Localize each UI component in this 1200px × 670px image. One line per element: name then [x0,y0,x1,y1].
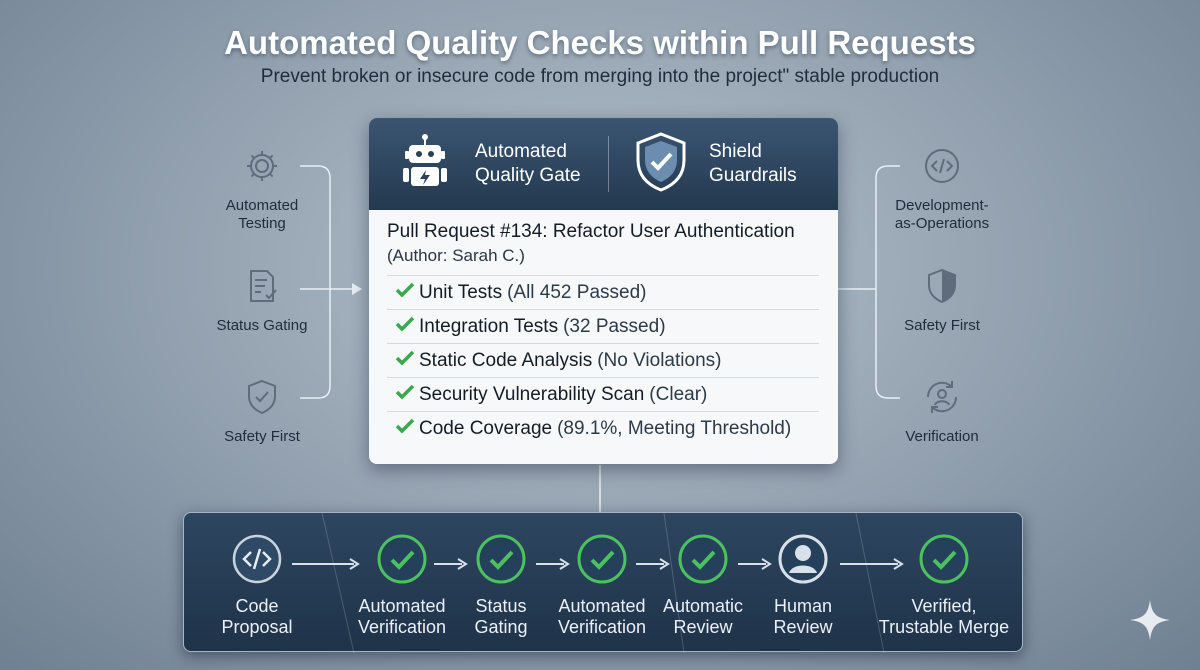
arrow-icon [840,558,904,570]
stage-label: Trustable Merge [878,617,1010,637]
quality-gate-block: Automated Quality Gate [395,118,581,210]
check-circle-icon [638,533,768,590]
check-detail: (Clear) [649,383,708,405]
quality-gate-label: Automated [475,141,567,162]
gear-icon [182,146,342,191]
check-icon [387,316,419,338]
arrow-icon [636,558,670,570]
arrow-icon [536,558,570,570]
pr-title: Pull Request #134: Refactor User Authent… [387,221,795,242]
stage-label: Code [235,596,279,616]
check-row-unit-tests: Unit Tests (All 452 Passed) [387,275,819,309]
check-detail: (89.1%, Meeting Threshold) [557,417,792,439]
check-name: Unit Tests [419,281,503,303]
right-item-safety-first: Safety First [862,266,1022,335]
stage-label: Automated [558,596,646,616]
refresh-user-icon [862,377,1022,422]
stage-label: Automatic [662,596,744,616]
check-row-static-analysis: Static Code Analysis (No Violations) [387,343,819,377]
stage-label: Status [475,596,527,616]
workflow-panel: Code Proposal Automated Verification Sta… [183,512,1023,653]
stage-human-review: Human Review [738,533,868,638]
check-name: Code Coverage [419,417,553,439]
stage-label: Verification [357,617,447,637]
left-item-label: Testing [238,215,286,232]
stage-verified-merge: Verified, Trustable Merge [869,533,1019,638]
checklist-icon [182,266,342,311]
stage-label: Review [773,617,833,637]
sparkle-icon [1130,600,1170,640]
check-circle-icon [537,533,667,590]
left-item-automated-testing: Automated Testing [182,146,342,233]
code-icon [192,533,322,590]
check-icon [387,282,419,304]
stage-label: Verification [557,617,647,637]
stage-automated-verification-2: Automated Verification [537,533,667,638]
left-item-label: Automated [225,197,299,214]
check-row-security-scan: Security Vulnerability Scan (Clear) [387,377,819,411]
stage-label: Gating [474,617,528,637]
right-item-verification: Verification [862,377,1022,446]
arrow-icon [292,558,360,570]
arrow-icon [738,558,772,570]
stage-status-gating: Status Gating [436,533,566,638]
check-name: Security Vulnerability Scan [419,383,645,405]
check-detail: (All 452 Passed) [507,281,647,303]
user-icon [738,533,868,590]
workflow-decor [321,513,885,653]
stage-automatic-review: Automatic Review [638,533,768,638]
right-item-label: Safety First [904,317,980,334]
header-divider [608,136,609,192]
stage-label: Automated [358,596,446,616]
shield-check-icon [182,377,342,422]
check-row-code-coverage: Code Coverage (89.1%, Meeting Threshold) [387,411,819,445]
shield-guardrails-label: Guardrails [709,165,797,186]
check-name: Integration Tests [419,315,559,337]
check-detail: (No Violations) [597,349,722,371]
check-detail: (32 Passed) [563,315,666,337]
left-item-label: Status Gating [216,317,308,334]
shield-guardrails-label: Shield [709,141,762,162]
check-icon [387,350,419,372]
robot-icon [395,132,455,197]
stage-label: Verified, [911,596,977,616]
check-icon [387,384,419,406]
check-circle-icon [337,533,467,590]
shield-guardrails-block: Shield Guardrails [633,118,797,210]
page-title: Automated Quality Checks within Pull Req… [224,24,976,61]
right-item-label: as-Operations [894,215,990,232]
check-circle-icon [869,533,1019,590]
right-item-label: Verification [905,428,979,445]
right-item-devops: Development- as-Operations [862,146,1022,233]
stage-code-proposal: Code Proposal [192,533,322,638]
pull-request-card: Automated Quality Gate Shield Guardrails… [369,118,838,464]
left-item-status-gating: Status Gating [182,266,342,335]
shield-icon [862,266,1022,311]
quality-gate-label: Quality Gate [475,165,581,186]
right-item-label: Development- [895,197,989,214]
left-item-label: Safety First [224,428,300,445]
check-icon [387,418,419,440]
check-name: Static Code Analysis [419,349,593,371]
stage-automated-verification-1: Automated Verification [337,533,467,638]
check-list: Unit Tests (All 452 Passed) Integration … [387,275,819,445]
arrow-icon [434,558,468,570]
stage-label: Review [673,617,733,637]
shield-check-icon [633,131,689,198]
check-row-integration-tests: Integration Tests (32 Passed) [387,309,819,343]
stage-label: Proposal [221,617,293,637]
check-circle-icon [436,533,566,590]
card-header: Automated Quality Gate Shield Guardrails [369,118,838,210]
stage-label: Human [773,596,833,616]
code-icon [862,146,1022,191]
pr-author: (Author: Sarah C.) [387,246,525,265]
left-item-safety-first: Safety First [182,377,342,446]
page-subtitle: Prevent broken or insecure code from mer… [260,66,940,87]
